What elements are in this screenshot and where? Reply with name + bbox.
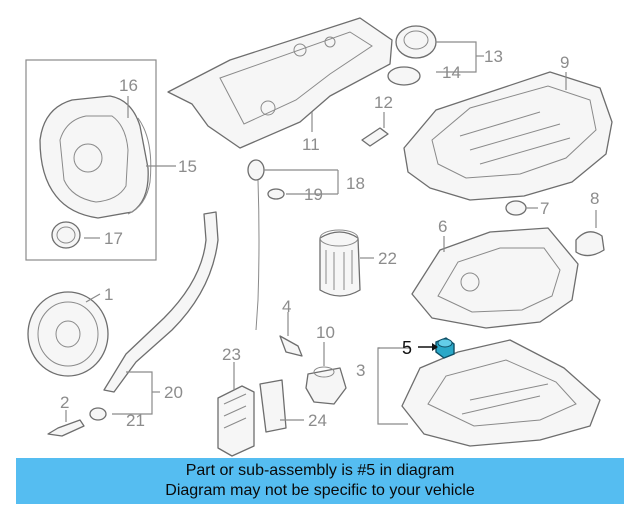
- timing-cover-inner: [59, 115, 129, 203]
- callout-6: 6: [438, 217, 447, 236]
- dipstick-guide-tube: [103, 211, 219, 393]
- upper-oil-pan-ribs: [459, 111, 571, 165]
- callout-12: 12: [374, 93, 393, 112]
- callout-16: 16: [119, 76, 138, 95]
- timing-cover-gasket: [127, 117, 152, 215]
- timing-cover-frame: [25, 59, 157, 261]
- callout-10: 10: [316, 323, 335, 342]
- baffle-plate-group: [411, 227, 579, 329]
- oil-cooler-fins: [223, 393, 247, 429]
- drain-plug-5-group: [418, 337, 455, 359]
- callout-2: 2: [60, 393, 69, 412]
- valve-cover-port-2: [293, 43, 307, 57]
- cap-8: [575, 231, 605, 257]
- timing-cover-group: [25, 59, 176, 261]
- timing-cover: [39, 95, 149, 219]
- callout-14: 14: [442, 63, 461, 82]
- callout-15: 15: [178, 157, 197, 176]
- dipstick-seal-19: [267, 188, 285, 200]
- filler-cap-group: [387, 25, 484, 86]
- banner-line-2: Diagram may not be specific to your vehi…: [165, 482, 475, 499]
- lower-oil-pan-inner: [427, 359, 577, 427]
- crank-pulley-rim: [37, 301, 99, 367]
- sensor-4-group: [279, 312, 303, 357]
- oil-cooler-gasket-24: [259, 379, 287, 433]
- valve-cover-top: [219, 31, 373, 125]
- leader-5-arrow: [432, 343, 438, 351]
- sensor-12: [361, 127, 389, 147]
- plug-7: [505, 200, 527, 216]
- upper-oil-pan-inner: [431, 85, 597, 179]
- callout-21: 21: [126, 411, 145, 430]
- sensor-10-group: [305, 342, 347, 405]
- callout-23: 23: [222, 345, 241, 364]
- cap-8-group: [575, 210, 605, 257]
- part-info-banner: Part or sub-assembly is #5 in diagram Di…: [16, 458, 624, 504]
- dipstick-rod: [255, 179, 260, 331]
- callout-24: 24: [308, 411, 327, 430]
- callout-17: 17: [104, 229, 123, 248]
- oil-filter: [319, 231, 361, 297]
- plug-7-group: [505, 200, 538, 216]
- oil-filter-ribs: [325, 250, 353, 290]
- oil-level-sensor-top: [313, 366, 335, 378]
- pulley-bolt: [47, 419, 85, 437]
- upper-oil-pan-group: [403, 71, 613, 201]
- callout-9: 9: [560, 53, 569, 72]
- callout-8: 8: [590, 189, 599, 208]
- lower-oil-pan-ribs: [461, 383, 549, 415]
- valve-cover-group: [167, 17, 393, 149]
- filler-cap-seal: [387, 66, 421, 86]
- oil-filter-group: [319, 229, 374, 297]
- oil-level-sensor: [305, 367, 347, 405]
- valve-cover: [167, 17, 393, 149]
- leader-1: [85, 293, 101, 303]
- oil-cooler-group: [217, 362, 304, 457]
- dipstick-handle: [247, 159, 265, 181]
- leader-3-bracket: [377, 347, 408, 425]
- timing-cover-boss: [73, 143, 103, 173]
- oil-baffle-plate: [411, 227, 579, 329]
- leader-13: [436, 41, 477, 73]
- callout-5: 5: [402, 338, 412, 358]
- seal-ring-17: [51, 221, 81, 249]
- sensor-4: [279, 335, 303, 357]
- callout-20: 20: [164, 383, 183, 402]
- dipstick-group: [247, 159, 339, 331]
- lower-oil-pan: [401, 339, 601, 447]
- guide-tube-seal-21: [89, 407, 107, 421]
- callout-18: 18: [346, 174, 365, 193]
- filler-cap-top: [403, 30, 429, 50]
- valve-cover-port-3: [324, 36, 336, 48]
- upper-oil-pan: [403, 71, 613, 201]
- lower-oil-pan-group: [377, 339, 601, 447]
- callout-4: 4: [282, 297, 291, 316]
- exploded-parts-diagram: 16 15 17 11 12 13 14 9 18 19 22 7 8 6 1 …: [25, 17, 613, 457]
- banner-line-1: Part or sub-assembly is #5 in diagram: [185, 462, 455, 479]
- baffle-plate-inner: [437, 247, 561, 313]
- callout-19: 19: [304, 185, 323, 204]
- sensor-group: [361, 112, 389, 147]
- valve-cover-port: [260, 100, 276, 116]
- callout-3: 3: [356, 361, 365, 380]
- callout-1: 1: [104, 285, 113, 304]
- pulley-group: [27, 291, 109, 437]
- guide-tube-group: [89, 211, 219, 421]
- crank-pulley: [27, 291, 109, 377]
- leader-20: [112, 371, 153, 415]
- oil-cooler: [217, 385, 255, 457]
- callout-13: 13: [484, 47, 503, 66]
- drain-plug-5-head: [437, 338, 453, 348]
- callout-7: 7: [540, 199, 549, 218]
- crank-pulley-hub: [55, 320, 81, 348]
- baffle-plate-hole: [460, 272, 480, 292]
- seal-ring-17-inner: [56, 226, 76, 244]
- oil-filter-top: [319, 229, 359, 247]
- callout-11: 11: [302, 135, 320, 154]
- callout-22: 22: [378, 249, 397, 268]
